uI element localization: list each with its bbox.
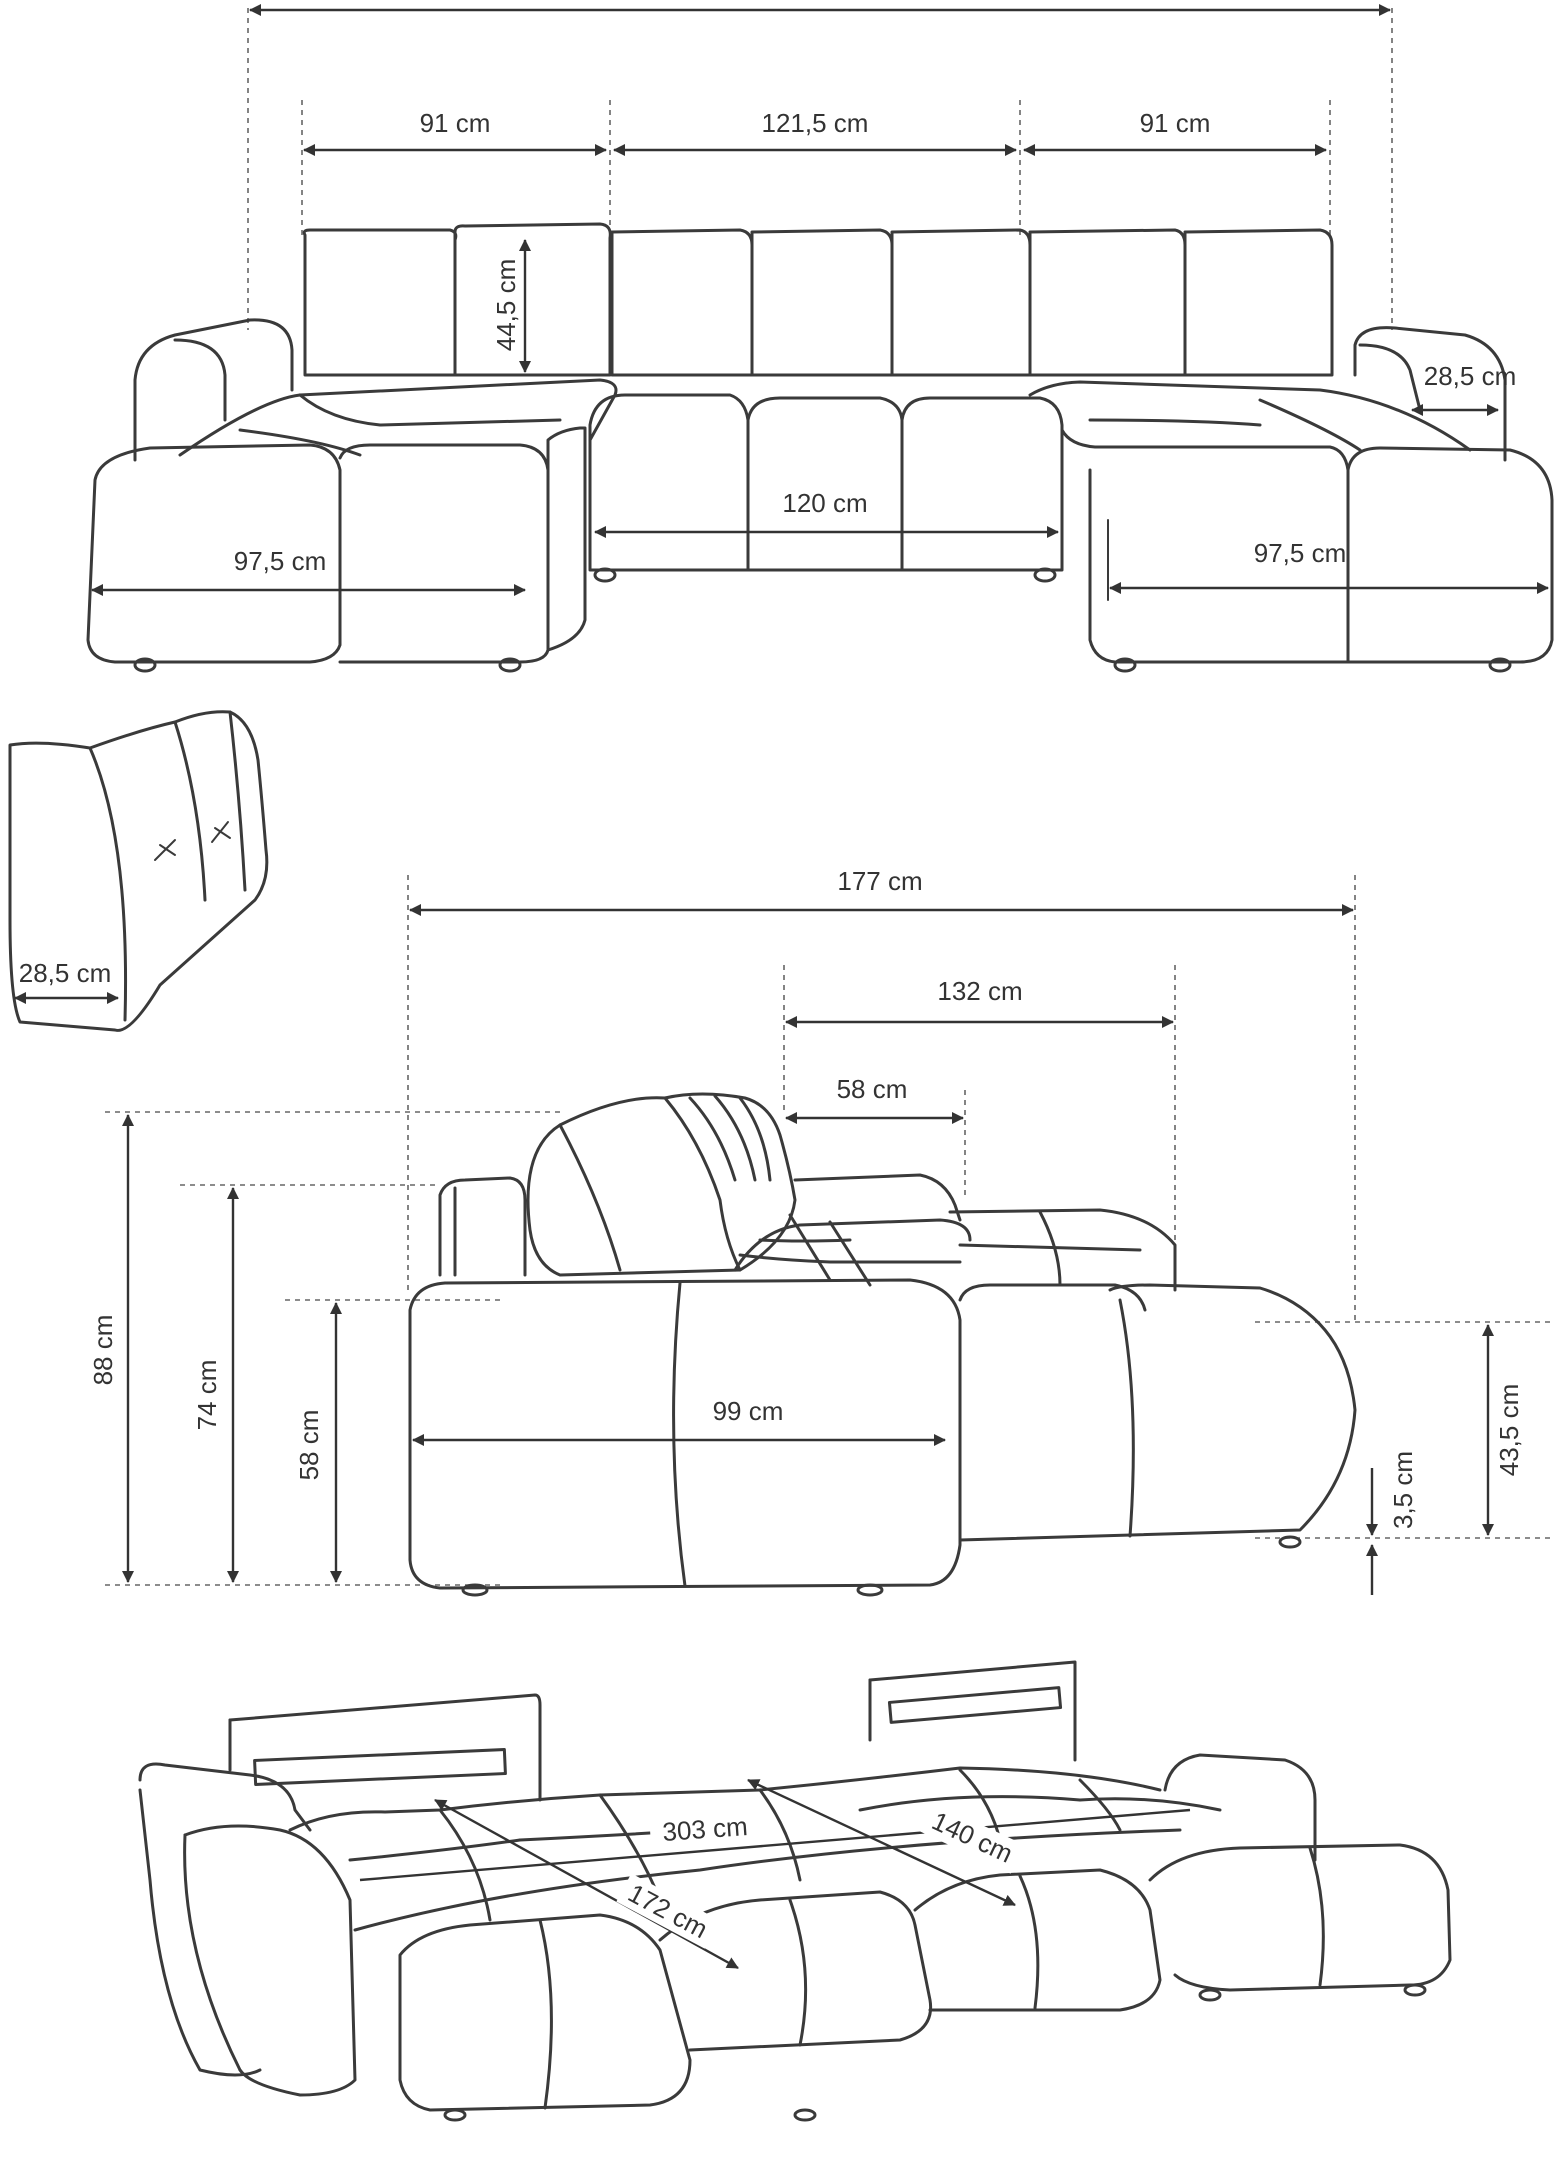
right-chaise-width-label: 97,5 cm: [1254, 538, 1347, 568]
chaise-depth-label: 132 cm: [937, 976, 1022, 1006]
bed-length-label: 303 cm: [661, 1811, 748, 1847]
back-height-label: 74 cm: [192, 1360, 222, 1431]
cushion-detail: 28,5 cm: [8, 710, 269, 1032]
left-section-label: 91 cm: [420, 108, 491, 138]
left-chaise-width-label: 97,5 cm: [234, 546, 327, 576]
total-depth-label: 177 cm: [837, 866, 922, 896]
cushion-depth-label: 28,5 cm: [19, 958, 112, 988]
module-depth-label: 99 cm: [713, 1396, 784, 1426]
cushion-height-label: 44,5 cm: [491, 259, 521, 352]
total-height-label: 88 cm: [88, 1315, 118, 1386]
bed-width-right-label: 140 cm: [927, 1805, 1017, 1868]
armrest-width-label: 28,5 cm: [1424, 361, 1517, 391]
middle-seat-width-label: 120 cm: [782, 488, 867, 518]
leg-height-label: 3,5 cm: [1388, 1451, 1418, 1529]
seat-depth-label: 58 cm: [837, 1074, 908, 1104]
top-view-sofa: 91 cm 121,5 cm 91 cm 44,5 cm 28,5 cm: [86, 3, 1554, 673]
seat-height-label: 58 cm: [294, 1410, 324, 1481]
bed-view-sofa: 303 cm 172 cm 140 cm: [138, 1660, 1452, 2122]
middle-section-label: 121,5 cm: [762, 108, 869, 138]
side-view-sofa: 177 cm 132 cm 58 cm 88 cm 74 cm 58 cm 43…: [88, 866, 1555, 1597]
chaise-height-label: 43,5 cm: [1494, 1384, 1524, 1477]
right-section-label: 91 cm: [1140, 108, 1211, 138]
